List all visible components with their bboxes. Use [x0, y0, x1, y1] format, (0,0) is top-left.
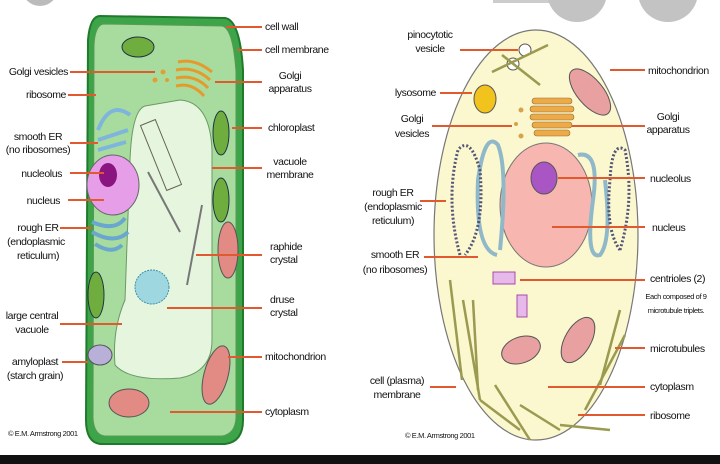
animal-cell: [433, 29, 639, 441]
label-mitochondrion: mitochondrion: [265, 351, 326, 363]
plant-arrows: [60, 26, 262, 413]
mitochondrion: [201, 345, 231, 405]
label-centrioles: centrioles (2): [650, 273, 705, 285]
lysosome: [473, 84, 497, 114]
mitochondrion: [217, 221, 239, 279]
label-druse-crystal: crystal: [270, 307, 298, 319]
label-golgi-apparatus: apparatus: [268, 83, 311, 95]
chloroplast: [212, 177, 230, 223]
label-golgi-vesicles: Golgi vesicles: [9, 66, 68, 78]
mitochondrion: [560, 316, 596, 364]
label-nucleolus: nucleolus: [21, 168, 62, 180]
label-cell-wall: cell wall: [265, 21, 298, 33]
centrioles: [492, 271, 528, 318]
overlay-circle: [639, 0, 697, 22]
label-vacuole-membrane: vacuole: [273, 156, 307, 168]
label-large-central-vacuole: vacuole: [15, 324, 49, 336]
copyright: © E.M. Armstrong 2001: [8, 429, 78, 438]
plant-labels: cell wall cell membrane Golgi vesicles r…: [6, 21, 330, 438]
mitochondrion: [108, 388, 150, 418]
mitochondrion: [501, 335, 541, 365]
label-smooth-er: smooth ER: [14, 131, 63, 143]
label-pinocytotic-vesicle: vesicle: [415, 43, 445, 55]
nucleus: [499, 142, 593, 268]
label-ribosome: ribosome: [650, 410, 691, 422]
label-rough-er: reticulum): [17, 250, 59, 262]
label-cytoplasm: cytoplasm: [650, 381, 694, 393]
animal-arrows: [420, 49, 645, 416]
bottom-bar: [0, 455, 720, 464]
label-golgi-apparatus: Golgi: [279, 70, 302, 82]
nucleolus: [530, 161, 558, 195]
label-rough-er: (endoplasmic: [364, 201, 422, 213]
microtubules: [448, 43, 627, 441]
centrioles-note: microtubule triplets.: [648, 306, 705, 315]
label-golgi-vesicles: Golgi: [401, 113, 424, 125]
chloroplast: [212, 110, 230, 156]
label-smooth-er: smooth ER: [371, 249, 420, 261]
label-amyloplast: (starch grain): [7, 370, 63, 382]
label-raphide-crystal: raphide: [270, 241, 303, 253]
smooth-er: [96, 108, 132, 152]
rough-er: [450, 144, 631, 256]
label-druse-crystal: druse: [270, 294, 295, 306]
label-raphide-crystal: crystal: [270, 254, 298, 266]
smooth-er: [475, 139, 610, 258]
raphide-crystal: [139, 118, 183, 192]
label-nucleus: nucleus: [27, 195, 61, 207]
label-smooth-er: (no ribosomes): [6, 144, 70, 156]
label-nucleolus: nucleolus: [650, 173, 691, 185]
label-golgi-vesicles: vesicles: [395, 128, 429, 140]
label-rough-er: rough ER: [372, 187, 414, 199]
chloroplast: [87, 271, 105, 319]
label-lysosome: lysosome: [395, 87, 437, 99]
label-nucleus: nucleus: [652, 222, 686, 234]
overlay-circle: [548, 0, 606, 22]
animal-labels: pinocytotic vesicle mitochondrion lysoso…: [363, 29, 710, 440]
label-plasma-membrane: cell (plasma): [370, 375, 424, 387]
raphide-crystal: [186, 204, 203, 286]
golgi-apparatus: [175, 59, 213, 98]
label-ribosome: ribosome: [26, 89, 67, 101]
plant-cell: [84, 14, 244, 445]
golgi-apparatus: [529, 97, 575, 137]
label-chloroplast: chloroplast: [268, 122, 315, 134]
label-cell-membrane: cell membrane: [265, 44, 329, 56]
label-vacuole-membrane: membrane: [267, 169, 315, 181]
label-pinocytotic-vesicle: pinocytotic: [407, 29, 452, 41]
amyloplast: [87, 344, 113, 366]
nucleus: [86, 154, 140, 216]
nucleolus: [99, 163, 117, 187]
label-mitochondrion: mitochondrion: [648, 65, 709, 77]
label-smooth-er: (no ribosomes): [363, 264, 427, 276]
label-golgi-apparatus: Golgi: [657, 111, 680, 123]
overlay-circle: [26, 0, 54, 6]
label-plasma-membrane: membrane: [374, 389, 422, 401]
label-rough-er: reticulum): [372, 215, 414, 227]
large-central-vacuole: [113, 99, 213, 380]
copyright: © E.M. Armstrong 2001: [405, 431, 475, 440]
label-amyloplast: amyloplast: [12, 356, 59, 368]
overlay-bar: [493, 0, 598, 3]
label-microtubules: microtubules: [650, 343, 705, 355]
label-cytoplasm: cytoplasm: [265, 406, 309, 418]
chloroplast: [121, 36, 155, 58]
label-golgi-apparatus: apparatus: [646, 124, 689, 136]
druse-crystal: [134, 269, 170, 305]
label-rough-er: rough ER: [17, 222, 59, 234]
centrioles-note: Each composed of 9: [645, 292, 706, 301]
label-large-central-vacuole: large central: [6, 310, 59, 322]
mitochondrion: [568, 68, 612, 116]
rough-er: [91, 216, 130, 252]
label-rough-er: (endoplasmic: [7, 236, 65, 248]
